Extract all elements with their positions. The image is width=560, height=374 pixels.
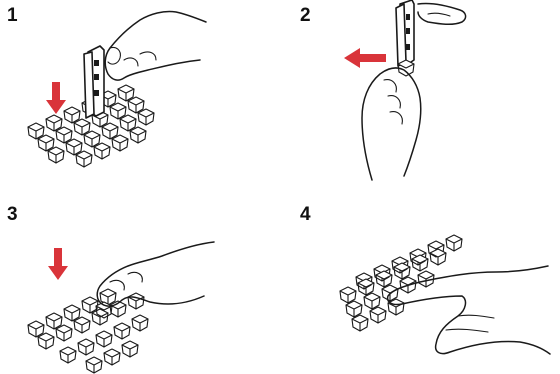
panel-4-illustration bbox=[340, 235, 550, 354]
hand-3 bbox=[97, 242, 214, 306]
panel-1-illustration bbox=[28, 11, 206, 167]
panel-2-illustration bbox=[344, 0, 466, 180]
hand-1 bbox=[105, 11, 206, 80]
key-puller-tool-1 bbox=[84, 46, 104, 118]
panel-3-illustration bbox=[28, 242, 214, 373]
keyboard-grid-3 bbox=[28, 289, 148, 373]
arrow-down-1 bbox=[46, 82, 66, 114]
key-puller-tool-2 bbox=[396, 0, 414, 76]
arrow-down-3 bbox=[48, 248, 68, 280]
arrow-left-2 bbox=[344, 48, 386, 68]
hand-2-lower bbox=[362, 68, 421, 180]
keyboard-grid-4 bbox=[340, 235, 462, 331]
